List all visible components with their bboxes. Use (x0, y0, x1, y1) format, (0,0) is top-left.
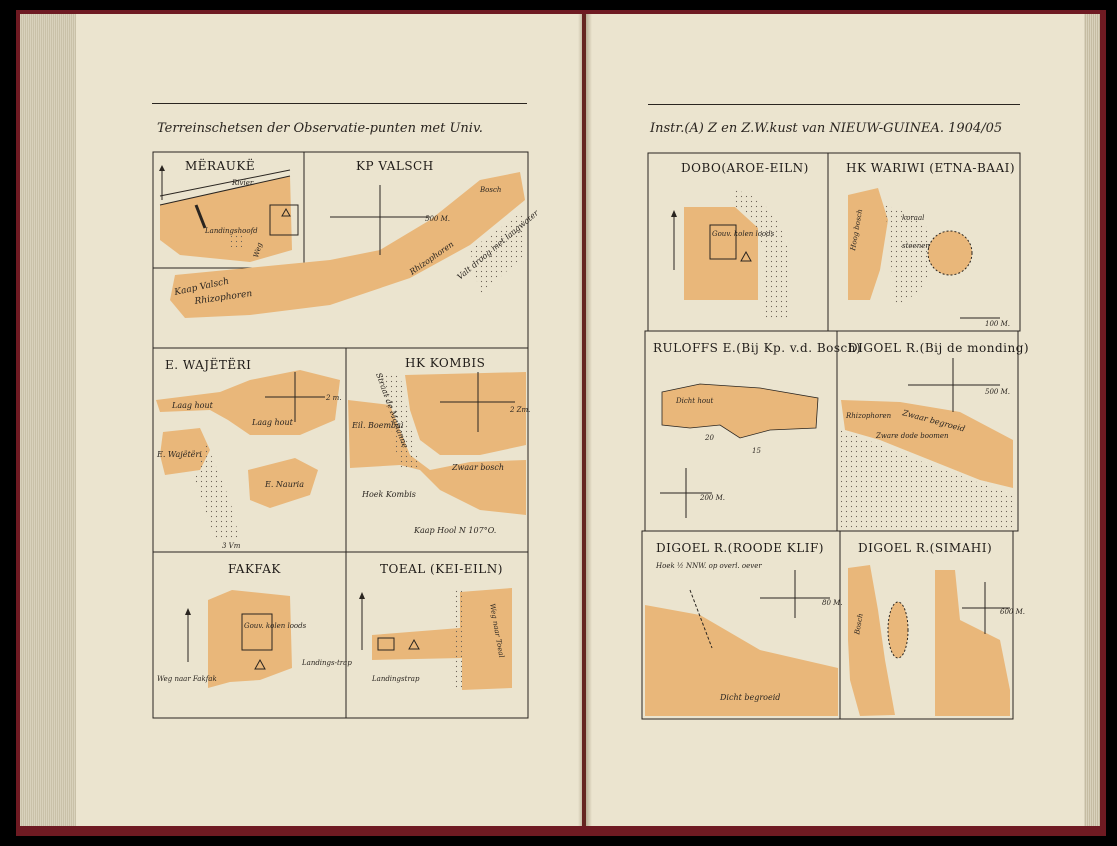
svg-text:500 M.: 500 M. (425, 215, 450, 223)
panel-digoel-roode-klif: DIGOEL R.(ROODE KLIF) 80 M. Hoek ½ NNW. … (645, 541, 843, 716)
svg-text:Gouv. kolen loods: Gouv. kolen loods (712, 230, 775, 238)
panel-hk-kombis: HK KOMBIS 2 Zm. Straat de Marianne Eil. … (348, 356, 530, 535)
svg-text:E. Wajëtëri: E. Wajëtëri (156, 450, 202, 459)
panel-toeal: TOEAL (KEI-EILN) Landingstrap Weg naar T… (359, 562, 512, 690)
svg-text:80 M.: 80 M. (822, 599, 843, 607)
panel-hk-wariwi: HK WARIWI (ETNA-BAAI) 100 M. Hoog bosch … (846, 161, 1015, 328)
svg-text:3 Vm: 3 Vm (222, 542, 241, 550)
svg-text:Landingstrap: Landingstrap (371, 675, 420, 683)
svg-text:500 M.: 500 M. (985, 388, 1010, 396)
panel-label-hk-wariwi: HK WARIWI (ETNA-BAAI) (846, 161, 1015, 175)
book-gutter (578, 14, 592, 826)
panel-digoel-monding: DIGOEL R.(Bij de monding) 500 M. Rhizoph… (841, 341, 1029, 528)
left-title-rule (152, 103, 527, 104)
svg-text:Gouv. kolen loods: Gouv. kolen loods (244, 622, 307, 630)
page-stack-left (20, 14, 80, 826)
panel-label-kp-valsch: KP VALSCH (356, 159, 434, 173)
svg-text:Zware dode boomen: Zware dode boomen (875, 432, 949, 440)
svg-text:Dicht hout: Dicht hout (675, 397, 714, 405)
right-map-grid (641, 152, 1021, 720)
svg-text:20: 20 (704, 434, 714, 442)
panel-label-hk-kombis: HK KOMBIS (405, 356, 485, 370)
svg-text:Dicht begroeid: Dicht begroeid (719, 693, 780, 702)
svg-text:Zwaar bosch: Zwaar bosch (451, 463, 504, 472)
svg-text:100 M.: 100 M. (985, 320, 1010, 328)
svg-text:2 m.: 2 m. (325, 394, 342, 402)
svg-text:Rhizophoren: Rhizophoren (845, 412, 892, 420)
svg-text:Eil. Boembai: Eil. Boembai (351, 421, 404, 430)
svg-text:steenen: steenen (902, 242, 930, 250)
panel-dobo: DOBO(AROE-EILN) Gouv. kolen loods (671, 161, 809, 320)
panel-label-merauke: MËRAUKË (185, 157, 255, 173)
panel-label-digoel-monding: DIGOEL R.(Bij de monding) (848, 341, 1029, 355)
svg-text:Bosch: Bosch (853, 613, 865, 636)
svg-text:Laag hout: Laag hout (251, 418, 294, 427)
svg-text:2 Zm.: 2 Zm. (509, 406, 530, 414)
svg-text:Hoek ½ NNW. op overl. oever: Hoek ½ NNW. op overl. oever (655, 562, 762, 570)
svg-text:koraal: koraal (902, 214, 924, 222)
svg-text:600 M.: 600 M. (1000, 608, 1025, 616)
left-page-title: Terreinschetsen der Observatie-punten me… (157, 121, 483, 136)
svg-text:E. Nauria: E. Nauria (264, 480, 304, 489)
svg-text:Bosch: Bosch (479, 186, 501, 194)
svg-text:Landings-trap: Landings-trap (301, 659, 352, 667)
panel-label-e-wajeteri: E. WAJËTËRI (165, 356, 251, 372)
panel-label-digoel-roode-klif: DIGOEL R.(ROODE KLIF) (656, 541, 824, 555)
svg-text:Kaap Hool N 107°O.: Kaap Hool N 107°O. (413, 526, 496, 535)
svg-text:Rivier: Rivier (231, 179, 254, 187)
right-title-rule (648, 104, 1020, 105)
svg-text:15: 15 (752, 447, 761, 455)
svg-text:Weg: Weg (252, 241, 264, 258)
svg-text:Hoek Kombis: Hoek Kombis (361, 490, 416, 499)
svg-text:Landingshoofd: Landingshoofd (204, 227, 258, 235)
right-page-title: Instr.(A) Z en Z.W.kust van NIEUW-GUINEA… (650, 121, 1003, 136)
panel-label-digoel-simahi: DIGOEL R.(SIMAHI) (858, 541, 992, 555)
panel-label-dobo: DOBO(AROE-EILN) (681, 161, 809, 175)
panel-label-toeal: TOEAL (KEI-EILN) (380, 562, 503, 576)
panel-ruloffs: RULOFFS E.(Bij Kp. v.d. Bosch) 200 M. Di… (653, 341, 861, 518)
svg-text:200 M.: 200 M. (699, 494, 725, 502)
panel-merauke: MËRAUKË Rivier Landingshoofd Weg (159, 157, 299, 262)
panel-label-ruloffs: RULOFFS E.(Bij Kp. v.d. Bosch) (653, 341, 861, 355)
panel-e-wajeteri: E. WAJËTËRI 2 m. Laag hout Laag hout E. … (156, 356, 342, 550)
page-stack-right (1082, 14, 1100, 826)
panel-digoel-simahi: DIGOEL R.(SIMAHI) 600 M. Bosch (848, 541, 1025, 716)
panel-label-fakfak: FAKFAK (228, 562, 281, 576)
panel-fakfak: FAKFAK Gouv. kolen loods Weg naar Fakfak… (157, 562, 352, 688)
svg-text:Weg naar Fakfak: Weg naar Fakfak (157, 675, 217, 683)
svg-text:Laag hout: Laag hout (171, 401, 214, 410)
